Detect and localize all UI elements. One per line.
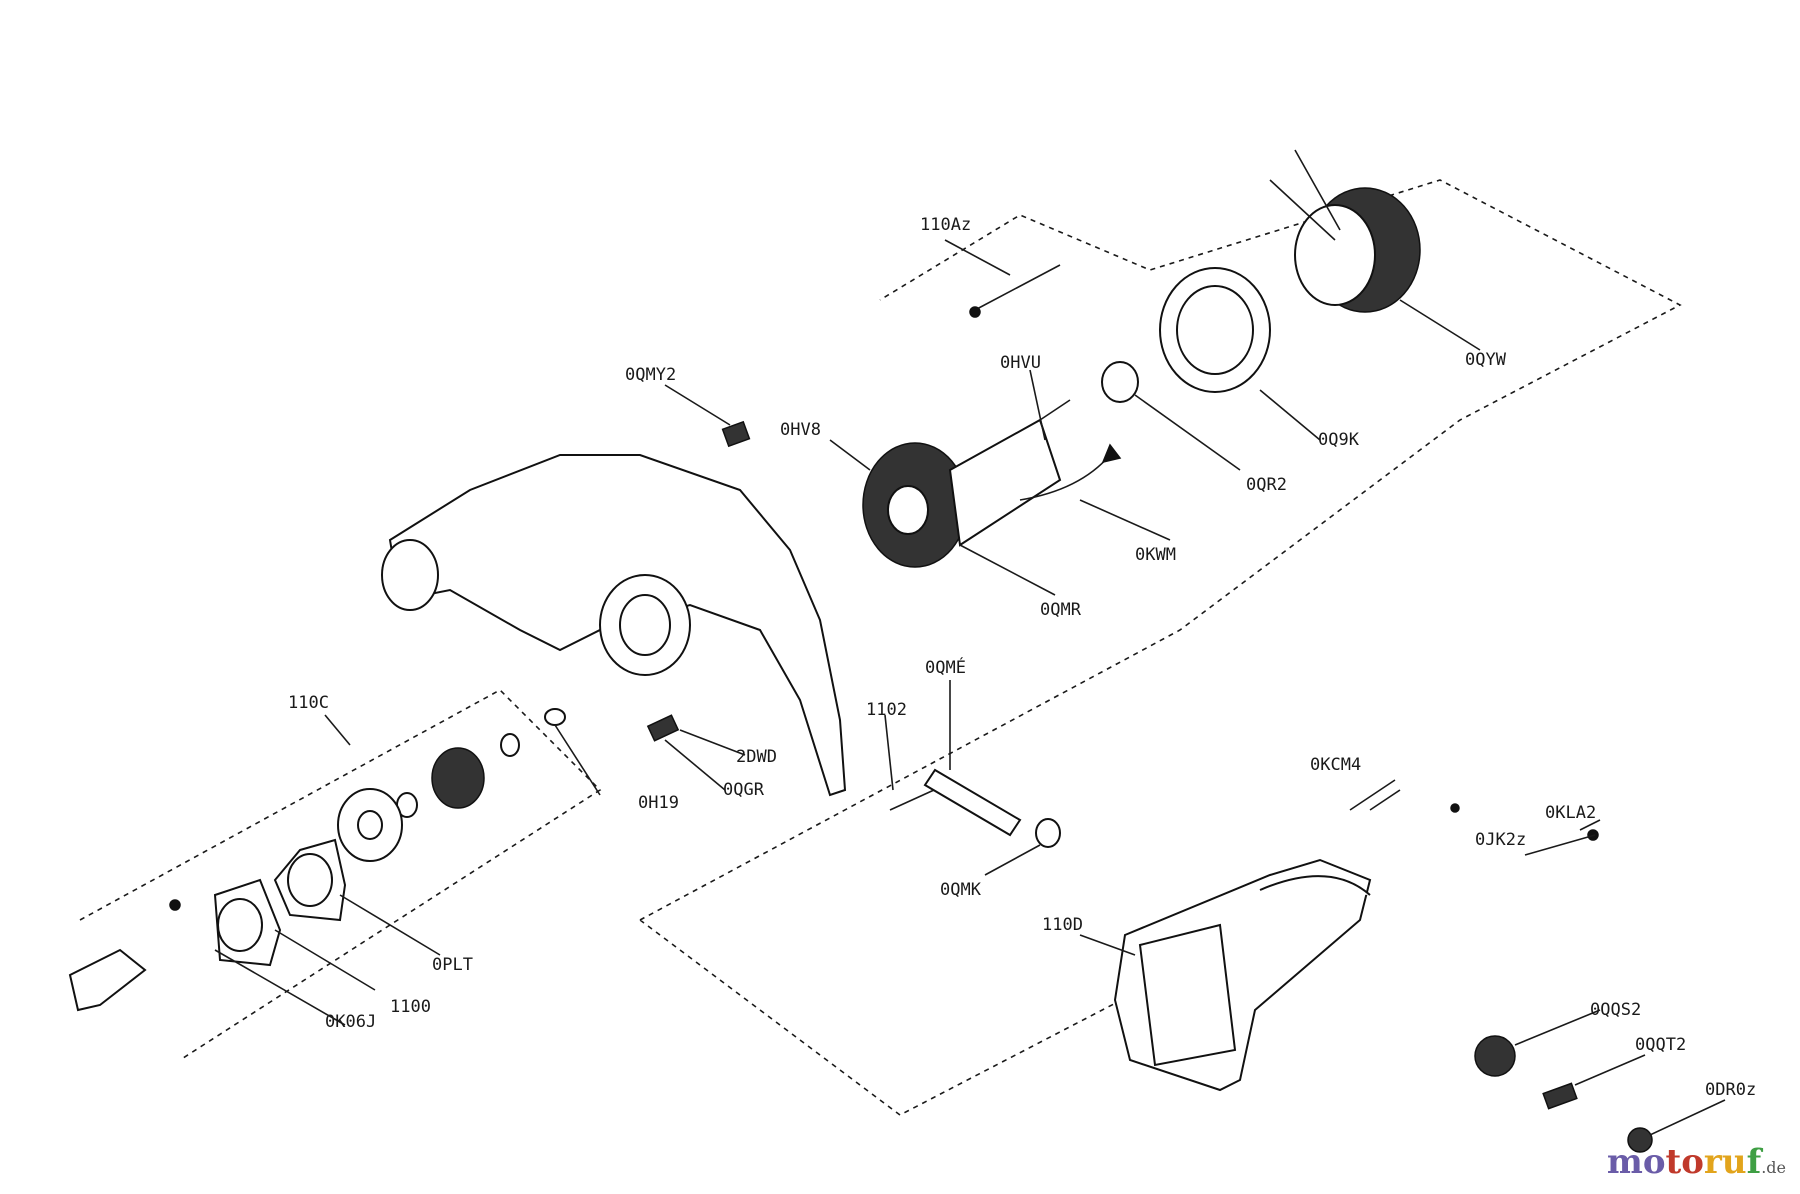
leader-0HVU	[1029, 369, 1046, 441]
screw-0KCM4	[1369, 789, 1401, 811]
label-110Az: 110Az	[920, 215, 971, 235]
label-1100: 1100	[390, 997, 431, 1017]
label-0QYW: 0QYW	[1465, 350, 1507, 370]
washer-0H19	[544, 708, 566, 726]
long-bolt	[974, 264, 1061, 311]
label-0QMK: 0QMK	[940, 880, 982, 900]
label-0QQS2: 0QQS2	[1590, 1000, 1641, 1020]
label-110C: 110C	[288, 693, 329, 713]
label-0HV8: 0HV8	[780, 420, 821, 440]
pinion-gear-group	[68, 733, 520, 1012]
motoruf-logo: motoruf.de	[1607, 1142, 1786, 1182]
label-1102: 1102	[866, 700, 907, 720]
label-0KWM: 0KWM	[1135, 545, 1176, 565]
leader-0PLT	[339, 894, 441, 956]
brush-cap-0QQS2	[1474, 1035, 1516, 1077]
label-2DWD: 2DWD	[736, 747, 777, 767]
carbon-brush-0QQT2	[1542, 1082, 1578, 1110]
leader-0QQT2	[1574, 1054, 1646, 1086]
spring-0QGR	[646, 714, 680, 742]
label-0QGR: 0QGR	[723, 780, 765, 800]
leader-0KLA2	[1579, 819, 1601, 831]
motor-housing	[1113, 789, 1599, 1092]
leader-0QMY2	[664, 384, 731, 426]
leader-0QMR	[959, 544, 1056, 596]
leader-0H19	[554, 724, 601, 796]
brush-holder	[1159, 267, 1271, 393]
logo-domain: .de	[1761, 1158, 1786, 1177]
label-0KLA2: 0KLA2	[1545, 803, 1596, 823]
leader-0KWM	[1079, 499, 1171, 541]
label-0Q9K: 0Q9K	[1318, 430, 1360, 450]
logo-part-a: mo	[1606, 1142, 1666, 1182]
bearing	[1101, 361, 1139, 403]
leader-0Q9K	[1259, 389, 1321, 441]
assembly-outline	[639, 179, 1682, 1116]
label-0K06J: 0K06J	[325, 1012, 376, 1032]
screw-0QMY2	[721, 420, 751, 448]
leader-0DR0z	[1649, 1099, 1726, 1136]
label-0KCM4: 0KCM4	[1310, 755, 1361, 775]
leader-0QQS2	[1514, 1009, 1601, 1046]
shaft-0QME	[923, 768, 1022, 837]
leader-0QR2	[1134, 394, 1241, 471]
label-0H19: 0H19	[638, 793, 679, 813]
plug-0QMK	[1035, 818, 1061, 848]
label-0QR2: 0QR2	[1246, 475, 1287, 495]
leader-0K06J	[214, 949, 346, 1026]
label-0DR0z: 0DR0z	[1705, 1080, 1756, 1100]
label-0HVU: 0HVU	[1000, 353, 1041, 373]
leader-0HV8	[829, 439, 871, 471]
leader-110Az	[944, 239, 1011, 276]
leader-1102	[884, 714, 894, 791]
leader-0JK2z	[1524, 834, 1596, 856]
field-coil	[1269, 149, 1421, 313]
label-0PLT: 0PLT	[432, 955, 473, 975]
armature	[862, 399, 1071, 568]
leader-0QYW	[1399, 299, 1481, 351]
label-110D: 110D	[1042, 915, 1083, 935]
logo-part-d: f	[1746, 1142, 1762, 1182]
label-0QQT2: 0QQT2	[1635, 1035, 1686, 1055]
leader-2DWD	[679, 729, 746, 756]
leader-1100	[274, 929, 376, 991]
leader-0QMK	[984, 844, 1041, 876]
leader-0QGR	[664, 739, 726, 791]
label-0JK2z: 0JK2z	[1475, 830, 1526, 850]
leader-0KCM4	[1349, 779, 1396, 811]
logo-part-b: to	[1665, 1142, 1704, 1182]
brush-holder-0DR0z	[1627, 1127, 1653, 1153]
label-0QME: 0QMÉ	[925, 656, 966, 678]
label-0QMY2: 0QMY2	[625, 365, 676, 385]
label-0QMR: 0QMR	[1040, 600, 1082, 620]
leader-110C	[324, 714, 351, 746]
logo-part-c: ru	[1703, 1142, 1747, 1182]
blade-guard-housing	[381, 454, 847, 797]
leader-110D	[1079, 934, 1136, 956]
